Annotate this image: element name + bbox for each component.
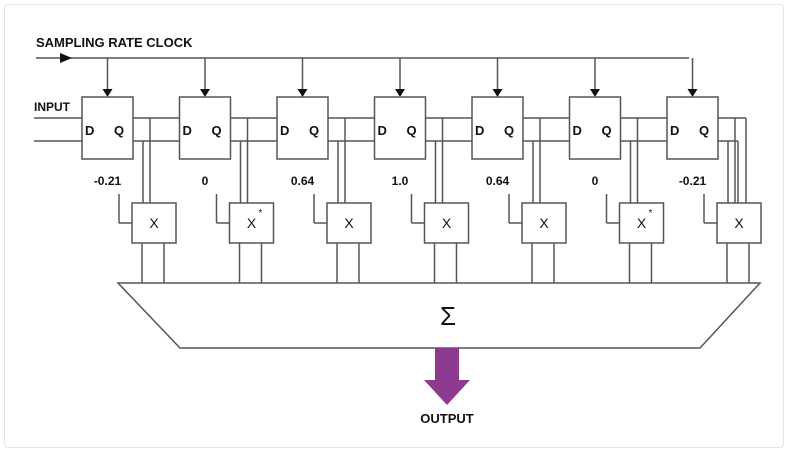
multiplier-block: [521, 202, 567, 244]
clock-drop-arrow-icon: [590, 89, 600, 97]
multiplier-label: X: [539, 215, 549, 231]
multiplier-block: [326, 202, 372, 244]
input-label: INPUT: [34, 100, 71, 114]
register-q-label: Q: [504, 123, 514, 138]
coefficient-label: 0: [202, 174, 209, 188]
multiplier-block: [618, 202, 665, 244]
coefficient-label: 0.64: [291, 174, 315, 188]
conjugate-mark: *: [649, 208, 653, 219]
register-d-label: D: [670, 123, 679, 138]
clock-drop-arrow-icon: [395, 89, 405, 97]
multiplier-label: X: [344, 215, 354, 231]
register-d-label: D: [85, 123, 94, 138]
multiplier-label: X: [149, 215, 159, 231]
coefficient-label: -0.21: [94, 174, 122, 188]
register-d-label: D: [378, 123, 387, 138]
register-q-label: Q: [212, 123, 222, 138]
multiplier-label: X: [637, 215, 647, 231]
clock-drop-arrow-icon: [200, 89, 210, 97]
clock-drop-arrow-icon: [492, 89, 503, 97]
register-q-label: Q: [407, 123, 417, 138]
multiplier-label: X: [734, 215, 744, 231]
summation-block: [116, 282, 762, 349]
multiplier-block: [228, 202, 275, 244]
register-d-label: D: [475, 123, 484, 138]
multiplier-label: X: [247, 215, 257, 231]
multiplier-block: [131, 202, 177, 244]
register-d-label: D: [183, 123, 192, 138]
delay-register: [178, 96, 232, 160]
conjugate-mark: *: [259, 208, 263, 219]
delay-register: [568, 96, 622, 160]
clock-label: SAMPLING RATE CLOCK: [36, 35, 193, 50]
register-q-label: Q: [699, 123, 709, 138]
clock-arrow-icon: [60, 53, 72, 63]
register-d-label: D: [573, 123, 582, 138]
clock-drop-arrow-icon: [687, 89, 698, 97]
register-q-label: Q: [114, 123, 124, 138]
multiplier-block: [423, 202, 470, 244]
output-label: OUTPUT: [420, 411, 474, 426]
diagram-frame: [4, 4, 784, 448]
delay-register: [81, 96, 134, 160]
multiplier-block: [716, 202, 762, 244]
delay-register: [276, 96, 329, 160]
coefficient-label: 0: [592, 174, 599, 188]
sum-symbol: Σ: [440, 301, 456, 331]
register-d-label: D: [280, 123, 289, 138]
delay-register: [373, 96, 427, 160]
register-q-label: Q: [309, 123, 319, 138]
output-arrow-icon: [424, 348, 470, 405]
coefficient-label: -0.21: [679, 174, 707, 188]
register-q-label: Q: [602, 123, 612, 138]
coefficient-label: 1.0: [392, 174, 409, 188]
delay-register: [471, 96, 524, 160]
coefficient-label: 0.64: [486, 174, 510, 188]
clock-drop-arrow-icon: [102, 89, 113, 97]
clock-drop-arrow-icon: [297, 89, 308, 97]
multiplier-label: X: [442, 215, 452, 231]
delay-register: [666, 96, 719, 160]
